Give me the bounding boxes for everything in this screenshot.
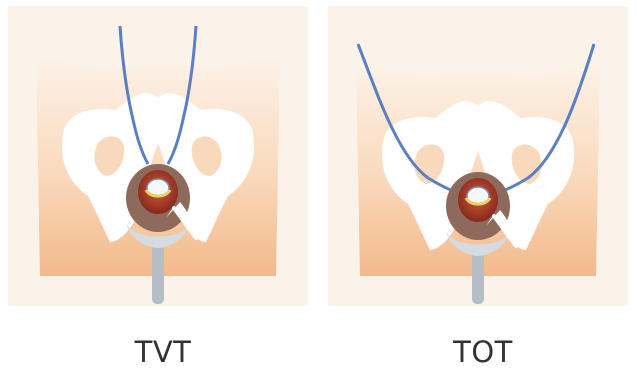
speculum-handle xyxy=(472,250,484,304)
tvt-diagram xyxy=(8,6,308,306)
speculum-handle xyxy=(152,244,164,304)
tot-label: TOT xyxy=(423,335,543,369)
tot-diagram xyxy=(328,6,628,306)
tvt-label: TVT xyxy=(103,335,223,369)
